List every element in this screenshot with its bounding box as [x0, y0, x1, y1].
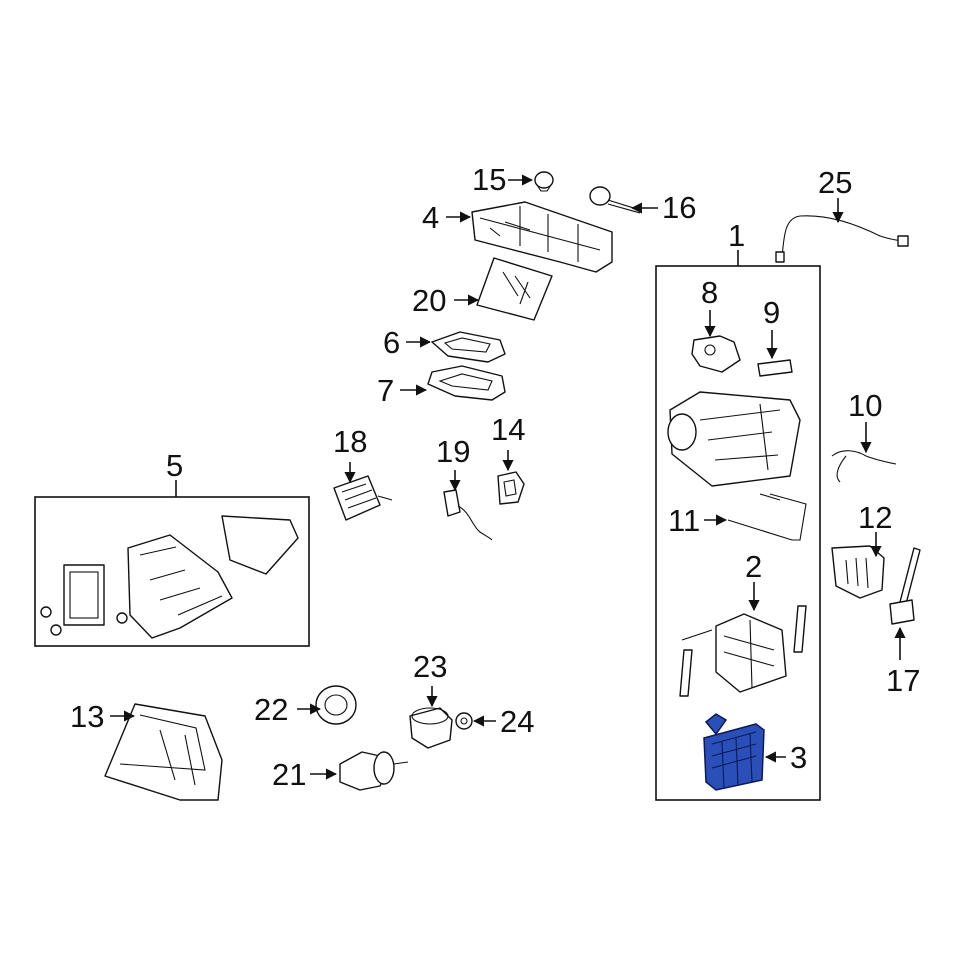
callout-6: 6: [383, 325, 400, 360]
part-17-sensor-rod[interactable]: [889, 547, 921, 625]
part-6-seal[interactable]: [431, 331, 506, 363]
callout-14: 14: [491, 412, 525, 447]
part-25-wiring-harness[interactable]: [775, 215, 909, 263]
callout-18: 18: [333, 424, 367, 459]
part-9-sensor[interactable]: [757, 359, 793, 377]
part-18-control-module[interactable]: [333, 475, 393, 521]
part-4-upper-housing[interactable]: [471, 201, 613, 273]
callout-3: 3: [790, 740, 807, 775]
callout-16: 16: [662, 190, 696, 225]
callout-17: 17: [886, 663, 920, 698]
callout-5: 5: [166, 448, 183, 483]
callout-15: 15: [472, 162, 506, 197]
leader-lines: [110, 174, 906, 780]
callout-13: 13: [70, 699, 104, 734]
part-19-sensor-bracket[interactable]: [443, 489, 493, 541]
part-10-wire[interactable]: [831, 450, 897, 483]
callout-labels: 15 16 4 20 6 7 18 19 14 5 13 22 21 23 24…: [70, 162, 920, 792]
part-12-vent[interactable]: [831, 545, 885, 599]
callout-23: 23: [413, 649, 447, 684]
part-7-gasket[interactable]: [427, 365, 506, 401]
part-11-temp-sensor[interactable]: [727, 493, 807, 541]
callout-12: 12: [858, 500, 892, 535]
part-22-gasket-ring[interactable]: [315, 685, 357, 725]
part-20-filter[interactable]: [476, 257, 553, 321]
callout-20: 20: [412, 283, 446, 318]
callout-22: 22: [254, 692, 288, 727]
part-5-evaporator-case[interactable]: [40, 515, 299, 639]
callout-9: 9: [763, 295, 780, 330]
part-8-actuator[interactable]: [691, 335, 741, 373]
callout-2: 2: [745, 549, 762, 584]
callout-24: 24: [500, 704, 534, 739]
callout-21: 21: [272, 757, 306, 792]
part-14-actuator[interactable]: [497, 471, 525, 505]
callout-7: 7: [377, 373, 394, 408]
part-21-blower-motor[interactable]: [339, 751, 409, 791]
callout-8: 8: [701, 275, 718, 310]
part-16-screw[interactable]: [589, 186, 641, 214]
part-24-nut[interactable]: [455, 712, 473, 730]
part-2-heater-core-case[interactable]: [679, 605, 807, 697]
callout-4: 4: [422, 200, 439, 235]
callout-19: 19: [436, 434, 470, 469]
part-1-heater-housing[interactable]: [667, 391, 801, 487]
callout-25: 25: [818, 165, 852, 200]
callout-10: 10: [848, 388, 882, 423]
part-13-lower-case[interactable]: [104, 703, 223, 801]
part-23-blower-wheel[interactable]: [409, 707, 453, 749]
part-3-heater-core[interactable]: [703, 713, 765, 791]
part-15-clip[interactable]: [534, 171, 554, 192]
assembly-5-box: [34, 496, 310, 647]
callout-1: 1: [728, 218, 745, 253]
callout-11: 11: [668, 503, 700, 538]
